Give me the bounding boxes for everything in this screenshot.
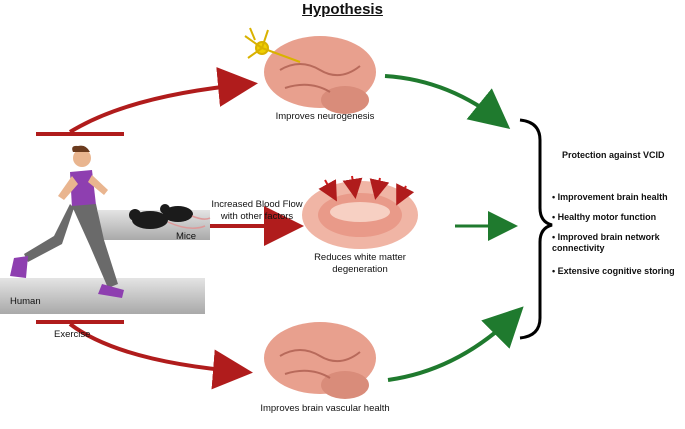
mice-illustration [129,204,211,229]
vcid-heading: Protection against VCID [562,150,665,160]
white-matter-caption: Reduces white matter degeneration [314,252,406,275]
middle-brain-illustration [302,175,418,249]
neuron-illustration [244,27,301,63]
neurogenesis-caption: Improves neurogenesis [275,111,375,122]
mice-label: Mice [176,231,197,242]
runner-illustration [10,145,124,298]
diagram-title: Hypothesis [302,1,383,18]
blood-flow-label: Increased Blood Flow with other factors [211,199,303,222]
exercise-label: Exercise [54,329,91,340]
green-arrow-bottom [387,306,524,382]
bullet-cognitive-storing: • Extensive cognitive storing [552,266,675,276]
green-arrow-top [384,74,511,130]
top-brain-illustration [264,36,376,114]
bottom-red-bar [36,320,124,324]
human-treadmill [0,278,205,314]
arrow-to-neurogenesis [68,67,258,134]
curly-brace [519,118,553,340]
bullet-motor-function: • Healthy motor function [552,212,657,222]
top-red-bar [36,132,124,136]
arrow-to-vascular [68,322,253,390]
bottom-brain-illustration [264,322,376,399]
bullet-network-connectivity: • Improved brain network connectivity [552,232,660,253]
human-label: Human [10,296,41,307]
vascular-caption: Improves brain vascular health [260,403,390,414]
bullet-brain-health: • Improvement brain health [552,192,668,202]
